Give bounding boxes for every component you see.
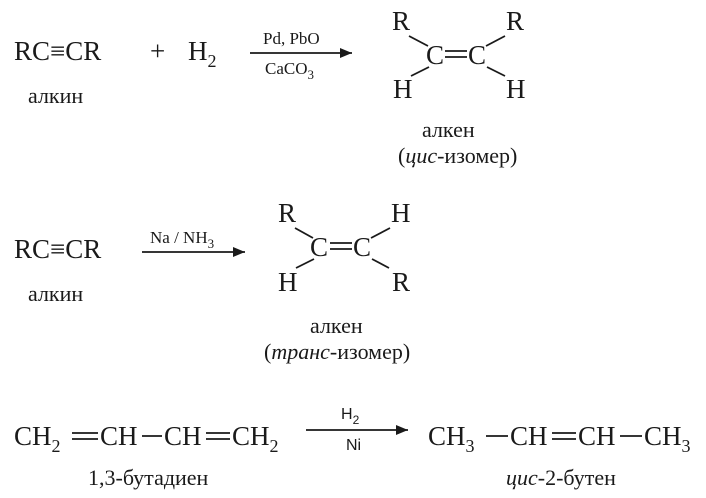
r2-catalyst-top: Na / NH xyxy=(150,228,208,247)
reaction-3: CH2 CH CH CH2 1,3-бутадиен H2 Ni CH3 CH … xyxy=(14,406,691,490)
r2-carbon-right: C xyxy=(353,232,371,262)
r3-catalyst-top-sub: 2 xyxy=(353,413,360,427)
r3-reactant-label: 1,3-бутадиен xyxy=(88,465,209,490)
r1-catalyst-bottom: CaCO xyxy=(265,59,308,78)
r2-sub-bottom-right: R xyxy=(392,267,410,297)
r3-product-label-italic: цис xyxy=(506,465,538,490)
r3-ch3-d: CH xyxy=(644,421,682,451)
r1-catalyst-bottom-formula: CaCO3 xyxy=(265,59,314,82)
r3-product-ch-b: CH xyxy=(510,421,548,451)
r2-product-structure: R H C C H R xyxy=(278,198,411,297)
r3-catalyst-top: H xyxy=(341,406,353,423)
r3-ch2-d: CH xyxy=(232,421,270,451)
r1-product-structure: R R C C H H xyxy=(392,6,526,104)
r2-reactant-label: алкин xyxy=(28,281,83,306)
r3-ch2-a-sub: 2 xyxy=(52,436,61,456)
r2-bond-tl xyxy=(294,227,314,239)
r2-bond-bl xyxy=(295,258,315,269)
r1-sub-top-left: R xyxy=(392,6,410,36)
r1-plus: + xyxy=(150,36,165,66)
r3-ch-c: CH xyxy=(164,421,202,451)
r2-isomer-suffix: -изомер) xyxy=(330,339,410,364)
r3-product-label: цис-2-бутен xyxy=(506,465,616,490)
r1-bond-br xyxy=(486,66,506,77)
r1-arrow-head xyxy=(340,48,352,58)
r1-reagent-sub: 2 xyxy=(208,51,217,71)
r1-sub-top-right: R xyxy=(506,6,524,36)
r3-product-ch-c: CH xyxy=(578,421,616,451)
r1-product-label: алкен xyxy=(422,117,475,142)
r3-reactant-formula: CH2 xyxy=(14,421,61,456)
r3-product-label-suffix: -2-бутен xyxy=(538,465,616,490)
r2-catalyst-top-formula: Na / NH3 xyxy=(150,228,214,251)
r1-isomer-label: (цис-изомер) xyxy=(398,143,517,168)
r3-arrow-head xyxy=(396,425,408,435)
r2-isomer-italic: транс xyxy=(271,339,330,364)
r2-bond-br xyxy=(371,258,390,269)
r3-ch3-d-sub: 3 xyxy=(682,436,691,456)
r2-carbon-left: C xyxy=(310,232,328,262)
r3-ch2-d-sub: 2 xyxy=(270,436,279,456)
r3-catalyst-top-formula: H2 xyxy=(341,406,360,427)
r1-reactant: RC≡CR xyxy=(14,36,101,66)
r2-arrow-head xyxy=(233,247,245,257)
r1-sub-bottom-left: H xyxy=(393,74,413,104)
r3-ch-b: CH xyxy=(100,421,138,451)
r1-isomer-italic: цис xyxy=(405,143,437,168)
r1-catalyst-bottom-sub: 3 xyxy=(308,67,315,82)
r2-product-label: алкен xyxy=(310,313,363,338)
r1-isomer-suffix: -изомер) xyxy=(437,143,517,168)
r1-isomer-prefix: ( xyxy=(398,143,405,168)
r2-sub-top-right: H xyxy=(391,198,411,228)
r1-reagent-formula: H2 xyxy=(188,36,217,71)
r1-sub-bottom-right: H xyxy=(506,74,526,104)
r2-sub-top-left: R xyxy=(278,198,296,228)
r2-isomer-label: (транс-изомер) xyxy=(264,339,410,364)
r3-catalyst-bottom: Ni xyxy=(346,437,361,454)
r3-ch2-d-formula: CH2 xyxy=(232,421,279,456)
r3-ch2-a: CH xyxy=(14,421,52,451)
reaction-2: RC≡CR алкин Na / NH3 R H C C H R алкен (… xyxy=(14,198,411,364)
r1-carbon-right: C xyxy=(468,40,486,70)
r1-reactant-label: алкин xyxy=(28,83,83,108)
r2-catalyst-top-sub: 3 xyxy=(208,236,215,251)
r1-catalyst-top: Pd, PbO xyxy=(263,29,320,48)
r3-ch3-a-formula: CH3 xyxy=(428,421,475,456)
r1-reagent: H xyxy=(188,36,208,66)
r2-reactant: RC≡CR xyxy=(14,234,101,264)
r2-sub-bottom-left: H xyxy=(278,267,298,297)
r2-isomer-prefix: ( xyxy=(264,339,271,364)
r3-ch3-a: CH xyxy=(428,421,466,451)
r1-bond-tl xyxy=(408,35,429,47)
r1-bond-tr xyxy=(485,35,506,47)
r3-ch3-d-formula: CH3 xyxy=(644,421,691,456)
r3-ch3-a-sub: 3 xyxy=(466,436,475,456)
r1-carbon-left: C xyxy=(426,40,444,70)
r2-bond-tr xyxy=(370,227,391,239)
r1-bond-bl xyxy=(410,66,430,77)
reaction-1: RC≡CR алкин + H2 Pd, PbO CaCO3 R R C C H… xyxy=(14,6,526,168)
